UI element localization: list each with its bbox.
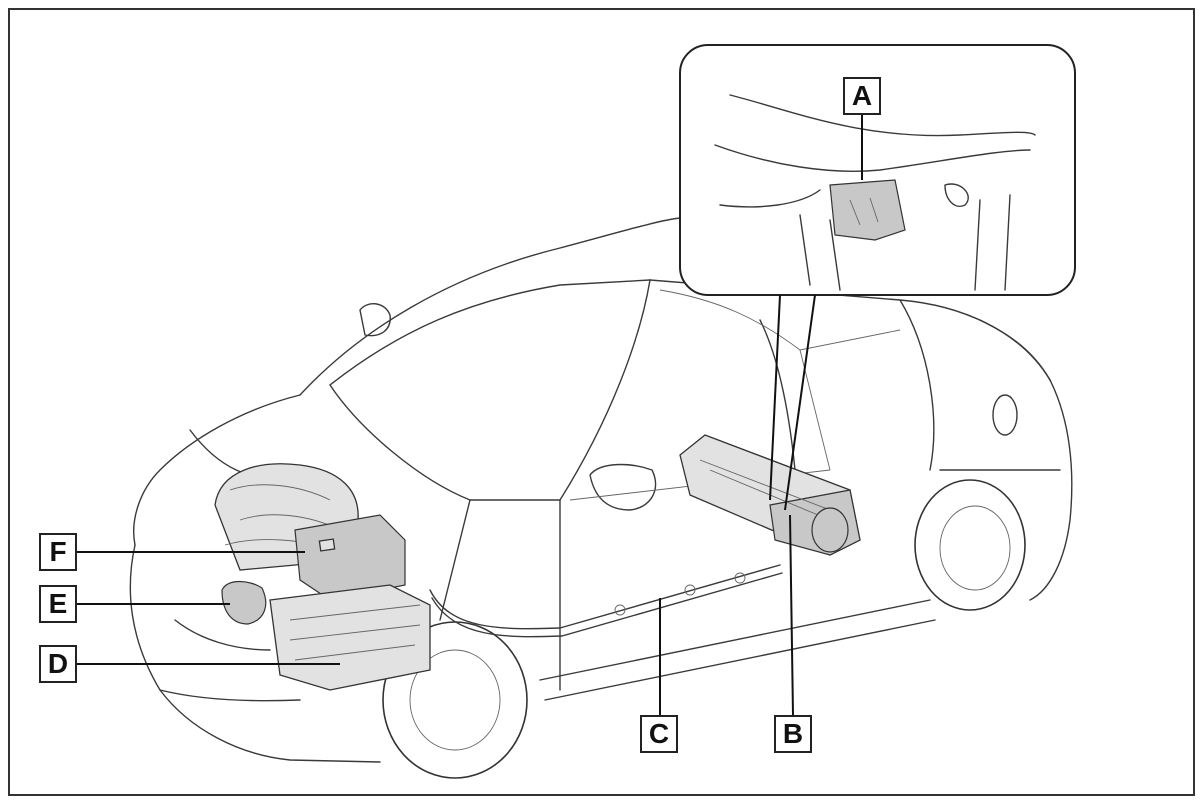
callout-label-a: A: [843, 77, 881, 115]
callout-label-b: B: [774, 715, 812, 753]
rear-wheel: [915, 480, 1025, 610]
callout-label-c: C: [640, 715, 678, 753]
engine-assembly: [215, 464, 430, 690]
callout-label-e: E: [39, 585, 77, 623]
callout-label-d: D: [39, 645, 77, 683]
callout-label-f: F: [39, 533, 77, 571]
power-cable: [430, 565, 782, 637]
